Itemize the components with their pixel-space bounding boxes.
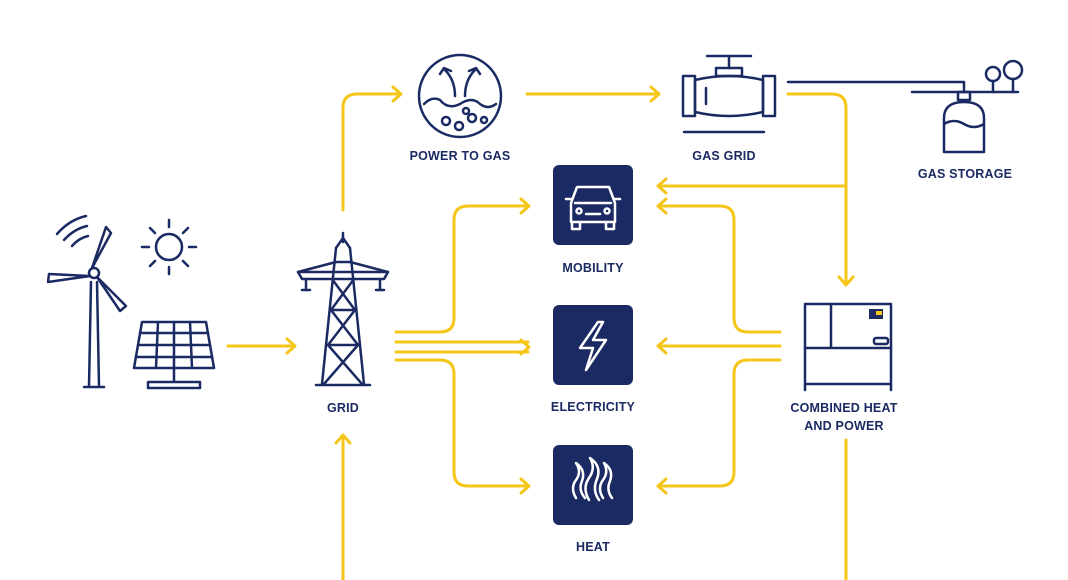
flow-arrows bbox=[226, 85, 855, 580]
arrow-grid-to-mobility bbox=[394, 197, 531, 334]
grid-label: GRID bbox=[326, 401, 360, 415]
chp-label-line2: AND POWER bbox=[804, 419, 884, 433]
heat-label: HEAT bbox=[576, 540, 610, 554]
gas-tank-icon bbox=[942, 90, 986, 154]
lightning-icon bbox=[578, 320, 608, 372]
gas-storage-label: GAS STORAGE bbox=[917, 167, 1013, 181]
gas-grid-label: GAS GRID bbox=[692, 149, 756, 163]
transmission-tower-icon bbox=[296, 231, 390, 387]
trees-icon bbox=[984, 59, 1024, 94]
sun-icon bbox=[140, 218, 198, 276]
wind-turbine-icon bbox=[46, 214, 128, 389]
flame-icon bbox=[571, 456, 614, 502]
arrow-gas-grid-to-mobility bbox=[656, 177, 848, 195]
power-to-gas-icon bbox=[417, 53, 503, 139]
arrow-chp-to-electricity bbox=[656, 337, 782, 355]
arrow-grid-to-power-to-gas bbox=[341, 85, 403, 212]
gas-pipe bbox=[786, 80, 966, 94]
car-icon bbox=[564, 185, 622, 231]
arrow-grid-to-heat bbox=[394, 358, 531, 495]
arrow-gas-grid-to-chp bbox=[786, 92, 855, 287]
chp-label-line1: COMBINED HEAT bbox=[790, 401, 898, 415]
arrow-chp-to-heat bbox=[656, 358, 782, 495]
electricity-label: ELECTRICITY bbox=[550, 400, 636, 414]
mobility-tile bbox=[553, 165, 633, 245]
arrow-renewables-to-grid bbox=[226, 337, 297, 355]
power-to-gas-label: POWER TO GAS bbox=[409, 149, 511, 163]
solar-panel-icon bbox=[132, 320, 216, 390]
control-panel-light bbox=[876, 311, 882, 315]
electricity-tile bbox=[553, 305, 633, 385]
arrow-chp-to-mobility bbox=[656, 197, 782, 334]
renewables-group bbox=[46, 214, 216, 390]
arrow-chp-to-grid-return bbox=[334, 433, 848, 580]
gas-storage-group bbox=[786, 59, 1024, 154]
arrow-grid-to-electricity bbox=[394, 338, 531, 356]
heat-tile bbox=[553, 445, 633, 525]
mobility-label: MOBILITY bbox=[562, 261, 624, 275]
chp-unit-icon bbox=[803, 302, 893, 392]
arrow-power-to-gas-to-gas-grid bbox=[525, 85, 661, 103]
pipeline-valve-icon bbox=[681, 54, 777, 134]
